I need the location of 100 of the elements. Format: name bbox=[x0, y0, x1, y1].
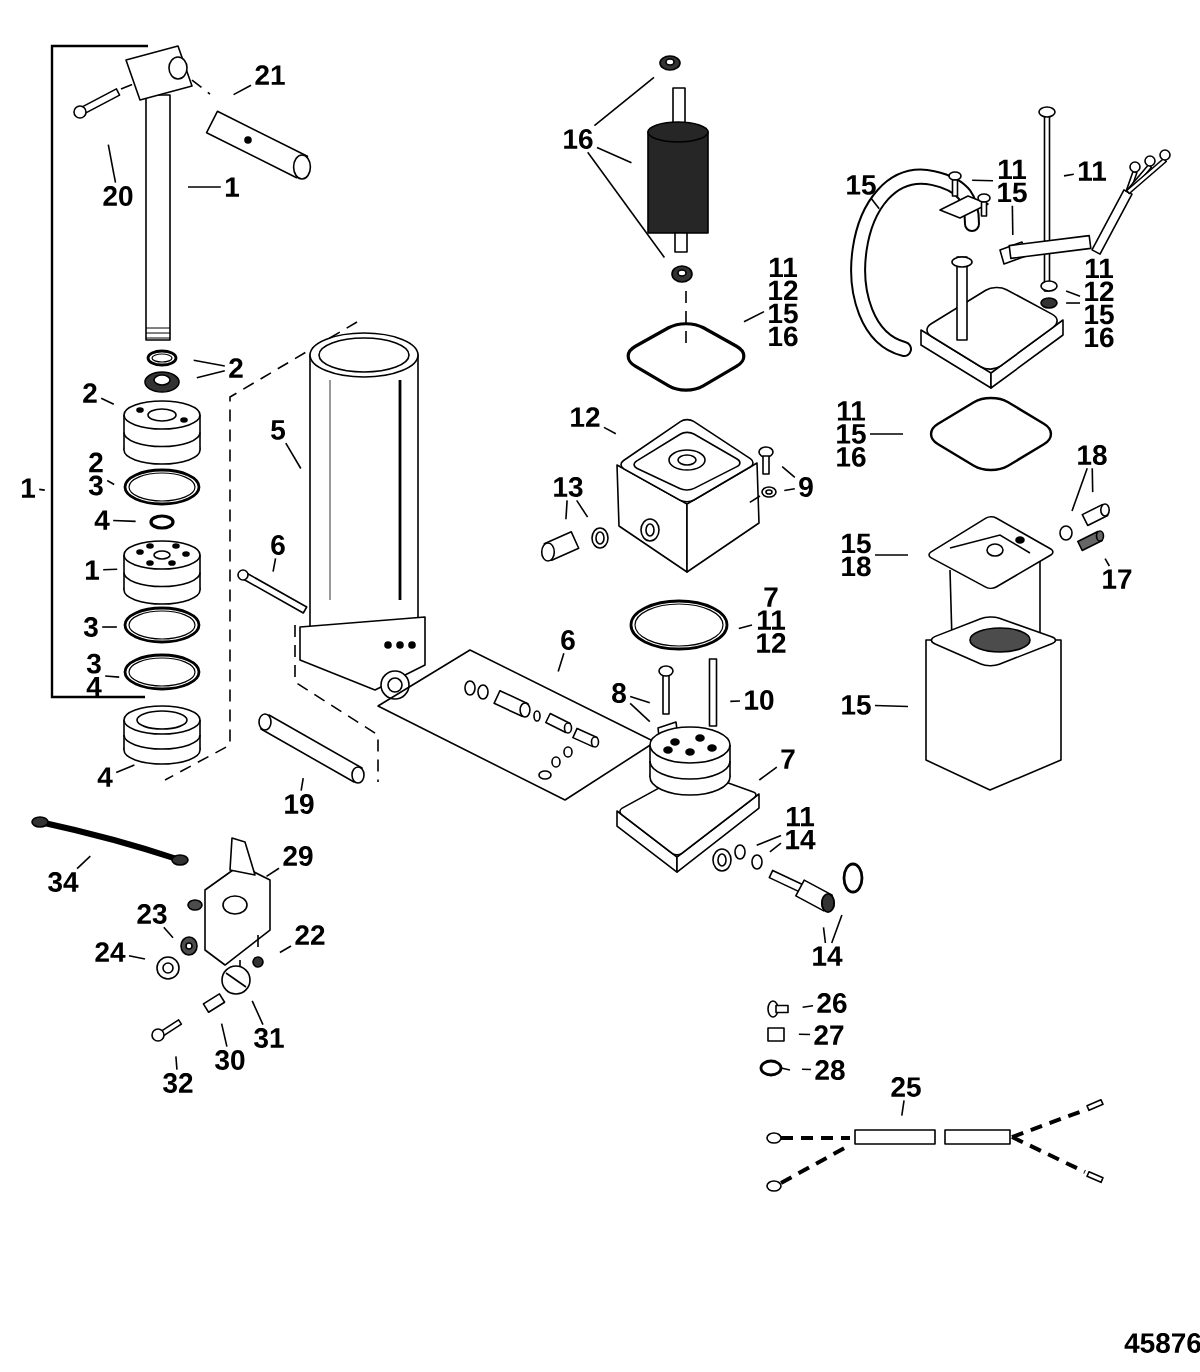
callout-number: 2 bbox=[229, 358, 243, 378]
leader-line bbox=[755, 834, 782, 847]
leader-line bbox=[971, 179, 994, 182]
callout-number-stack: 2 3 bbox=[88, 452, 103, 496]
callout-number: 8 bbox=[612, 683, 626, 703]
leader-line bbox=[901, 1099, 905, 1117]
callout-number: 25 bbox=[891, 1077, 921, 1097]
leader-line bbox=[1011, 204, 1014, 236]
callout-number: 19 bbox=[285, 794, 314, 814]
leader-line bbox=[822, 926, 827, 944]
callout-number: 20 bbox=[103, 186, 133, 206]
callout-number: 12 bbox=[571, 407, 600, 427]
leader-line bbox=[300, 777, 304, 792]
leader-line bbox=[251, 1000, 264, 1026]
callout-number: 4 bbox=[94, 510, 110, 530]
leader-line bbox=[279, 945, 292, 954]
leader-line bbox=[874, 704, 909, 708]
callout-number: 34 bbox=[48, 872, 79, 892]
leader-line bbox=[106, 479, 115, 486]
callout-number: 27 bbox=[814, 1025, 844, 1045]
leader-line bbox=[557, 652, 565, 673]
leader-line bbox=[187, 186, 222, 188]
leader-line bbox=[76, 855, 92, 870]
leader-line bbox=[1065, 290, 1081, 297]
leader-line bbox=[629, 695, 651, 704]
callout-number-stack: 11 12 15 16 bbox=[1085, 258, 1114, 348]
callout-number-stack: 3 4 bbox=[86, 653, 102, 697]
leader-line bbox=[769, 842, 782, 853]
leader-line bbox=[220, 1022, 228, 1048]
callout-number: 21 bbox=[255, 65, 285, 85]
leader-line bbox=[102, 568, 118, 571]
callout-number: 14 bbox=[813, 946, 843, 966]
leader-line bbox=[801, 1068, 812, 1071]
leader-line bbox=[115, 764, 136, 774]
callout-number-stack: 11 15 bbox=[998, 159, 1027, 203]
drawing-number: 45876 bbox=[1124, 1333, 1200, 1353]
callout-number: 13 bbox=[554, 477, 583, 497]
leader-line bbox=[162, 926, 174, 939]
callout-number: 22 bbox=[295, 925, 325, 945]
leader-line bbox=[1071, 467, 1089, 512]
callout-number: 7 bbox=[781, 749, 795, 769]
leader-line bbox=[874, 554, 909, 556]
callout-number-stack: 15 18 bbox=[842, 533, 871, 577]
callout-number-stack: 7 11 12 bbox=[757, 587, 786, 653]
leader-line bbox=[1104, 557, 1111, 567]
callout-number: 31 bbox=[254, 1028, 284, 1048]
leader-line bbox=[565, 499, 568, 520]
callout-number-stack: 11 15 16 bbox=[837, 401, 866, 467]
leader-line bbox=[781, 465, 796, 479]
leader-line bbox=[1091, 467, 1094, 493]
callout-number-stack: 11 14 bbox=[786, 806, 816, 850]
callout-number: 23 bbox=[137, 904, 167, 924]
leader-line bbox=[593, 76, 655, 127]
leader-line bbox=[586, 151, 666, 259]
leader-line bbox=[629, 702, 651, 723]
leader-line bbox=[112, 519, 137, 523]
leader-line bbox=[743, 310, 765, 323]
leader-line bbox=[729, 700, 741, 703]
callout-number: 9 bbox=[799, 477, 813, 497]
callout-number: 16 bbox=[564, 129, 593, 149]
leader-line bbox=[104, 675, 120, 678]
callout-number: 6 bbox=[271, 535, 285, 555]
leader-line bbox=[758, 766, 778, 781]
callout-number: 29 bbox=[283, 846, 313, 866]
callout-number: 15 bbox=[842, 695, 871, 715]
leader-line bbox=[1063, 173, 1075, 177]
callout-number: 28 bbox=[815, 1060, 845, 1080]
callout-number: 11 bbox=[1078, 161, 1107, 181]
callout-number: 17 bbox=[1103, 569, 1132, 589]
callout-number: 5 bbox=[271, 420, 285, 440]
leader-line bbox=[128, 955, 146, 960]
leader-line bbox=[869, 433, 904, 435]
leader-line bbox=[232, 84, 252, 96]
callout-number: 6 bbox=[561, 630, 575, 650]
leader-line bbox=[38, 488, 46, 491]
leader-line bbox=[272, 557, 277, 573]
leader-line bbox=[192, 359, 226, 367]
leader-line bbox=[798, 1033, 811, 1036]
callout-number: 1 bbox=[225, 177, 239, 197]
leader-line bbox=[575, 499, 589, 518]
callout-number: 3 bbox=[83, 617, 98, 637]
leader-line bbox=[101, 626, 118, 628]
leader-line bbox=[603, 426, 617, 435]
callout-number: 30 bbox=[215, 1050, 245, 1070]
leader-line bbox=[265, 867, 280, 878]
callout-number: 1 bbox=[85, 560, 99, 580]
leader-line bbox=[175, 1055, 178, 1071]
callout-number: 2 bbox=[83, 383, 97, 403]
callout-number: 15 bbox=[847, 175, 876, 195]
leader-line bbox=[783, 488, 796, 492]
callout-number: 18 bbox=[1078, 445, 1107, 465]
callout-number: 1 bbox=[21, 478, 35, 498]
leader-line bbox=[107, 143, 117, 184]
leader-line bbox=[196, 370, 226, 379]
callout-number: 24 bbox=[95, 942, 126, 962]
leader-line bbox=[596, 146, 633, 164]
callout-number: 10 bbox=[745, 690, 774, 710]
leader-line bbox=[870, 197, 880, 210]
callout-number-stack: 11 12 15 16 bbox=[769, 257, 798, 347]
leader-line bbox=[100, 397, 115, 405]
